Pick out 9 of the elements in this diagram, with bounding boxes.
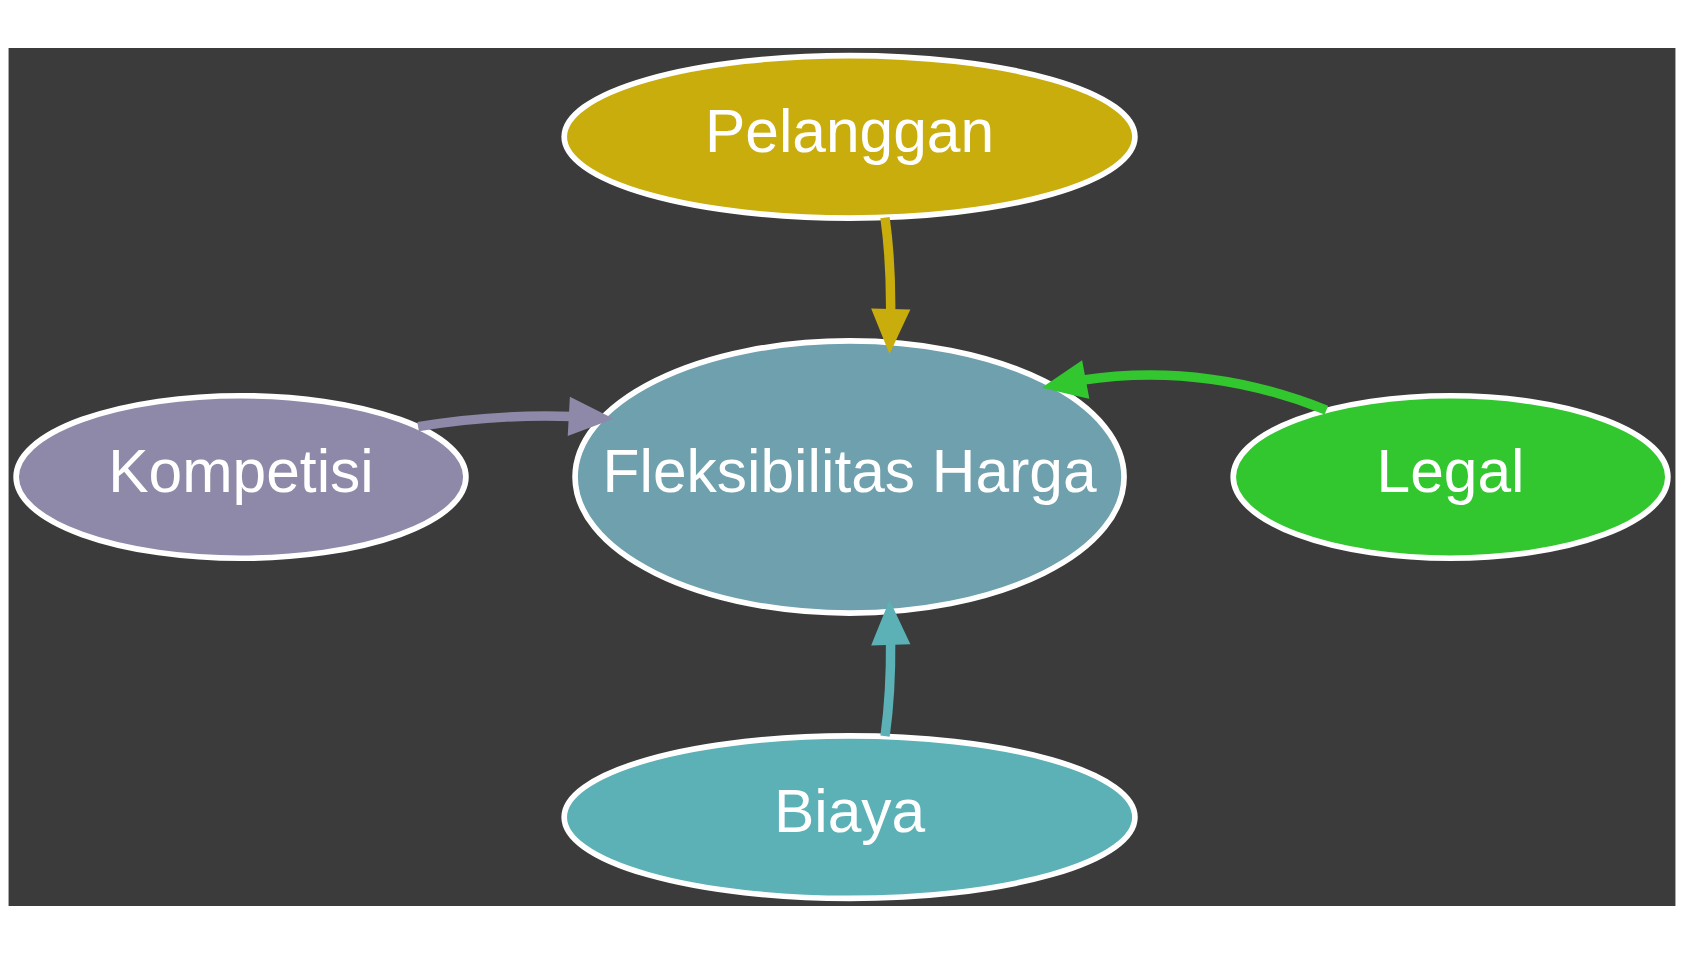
arrow	[1041, 359, 1329, 414]
arrow	[871, 216, 911, 354]
node-ellipse: Biaya	[561, 732, 1138, 901]
arrow	[871, 599, 911, 737]
node-ellipse: Fleksibilitas Harga	[572, 337, 1127, 616]
arrow	[417, 396, 614, 436]
node-ellipse: Kompetisi	[13, 392, 469, 561]
node-ellipse: Legal	[1230, 392, 1671, 561]
node-ellipse: Pelanggan	[561, 52, 1138, 221]
